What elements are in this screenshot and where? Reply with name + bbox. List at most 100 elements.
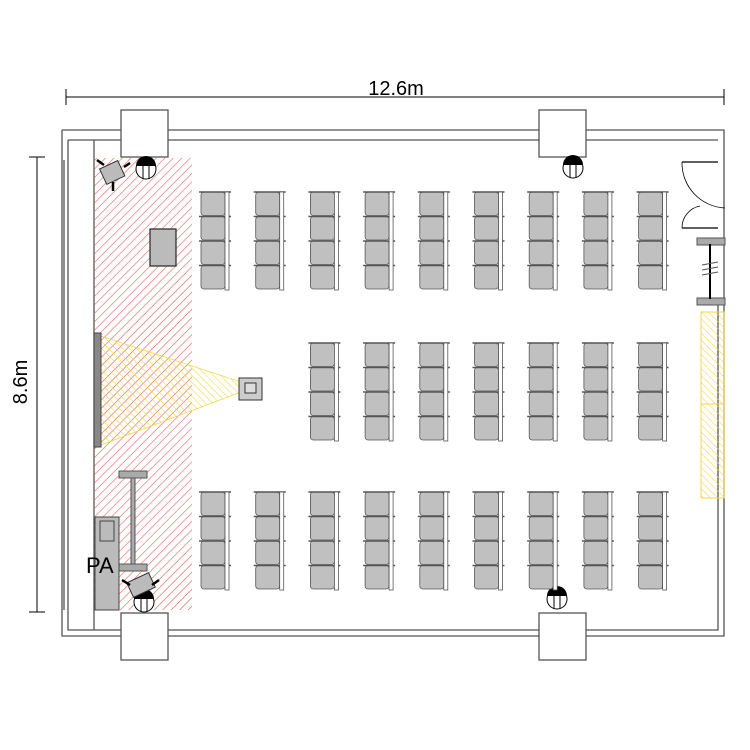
projection-screen bbox=[93, 332, 102, 448]
seat bbox=[474, 342, 499, 367]
desk-rail bbox=[388, 191, 394, 291]
seat bbox=[474, 216, 499, 241]
seat bbox=[255, 191, 281, 216]
seat bbox=[364, 416, 390, 441]
seat bbox=[583, 367, 609, 392]
seat bbox=[364, 367, 390, 392]
seat-block-rear bbox=[199, 491, 669, 591]
seat bbox=[528, 240, 554, 265]
seat bbox=[364, 391, 390, 416]
desk-rail bbox=[662, 191, 667, 291]
seat-block-middle bbox=[308, 342, 669, 442]
seat bbox=[419, 491, 445, 516]
desk-rail bbox=[498, 191, 503, 291]
seat bbox=[474, 516, 499, 541]
seat bbox=[528, 216, 554, 241]
seat bbox=[364, 342, 390, 367]
desk-rail bbox=[607, 191, 613, 291]
seat bbox=[638, 216, 663, 241]
seat bbox=[583, 416, 609, 441]
seat bbox=[309, 416, 335, 441]
seat bbox=[638, 342, 663, 367]
seat bbox=[474, 240, 499, 265]
seat bbox=[638, 367, 663, 392]
microphone-stand bbox=[118, 470, 148, 572]
seat bbox=[364, 240, 390, 265]
desk-rail bbox=[552, 342, 558, 442]
height-label: 8.6m bbox=[10, 360, 32, 404]
seat bbox=[364, 191, 390, 216]
seat bbox=[528, 540, 554, 565]
lectern bbox=[149, 228, 177, 267]
seat bbox=[638, 391, 663, 416]
storage-area bbox=[700, 311, 725, 499]
desk-rail bbox=[388, 342, 394, 442]
seat bbox=[583, 191, 609, 216]
seat bbox=[364, 540, 390, 565]
seat bbox=[638, 491, 663, 516]
seat bbox=[638, 265, 663, 290]
seat bbox=[583, 216, 609, 241]
seat bbox=[309, 265, 335, 290]
seat bbox=[309, 516, 335, 541]
desk-rail bbox=[443, 191, 449, 291]
camera-icon bbox=[96, 158, 131, 191]
pa-rack bbox=[94, 516, 120, 611]
seat bbox=[364, 216, 390, 241]
desk-rail bbox=[552, 191, 558, 291]
seat bbox=[364, 265, 390, 290]
seat bbox=[583, 391, 609, 416]
seat bbox=[528, 416, 554, 441]
seat bbox=[528, 367, 554, 392]
seat bbox=[200, 265, 226, 290]
desk-rail bbox=[662, 342, 667, 442]
seat bbox=[364, 516, 390, 541]
seat bbox=[200, 491, 226, 516]
seat bbox=[255, 516, 281, 541]
seat bbox=[638, 191, 663, 216]
seat bbox=[583, 491, 609, 516]
seat bbox=[638, 516, 663, 541]
seat bbox=[309, 342, 335, 367]
seat bbox=[474, 367, 499, 392]
seating-area bbox=[199, 191, 669, 591]
seat bbox=[309, 216, 335, 241]
seat bbox=[255, 540, 281, 565]
seat bbox=[474, 416, 499, 441]
seat bbox=[200, 191, 226, 216]
height-dimension bbox=[29, 156, 45, 613]
desk-rail bbox=[333, 491, 339, 591]
seat bbox=[474, 265, 499, 290]
seat bbox=[200, 216, 226, 241]
desk-rail bbox=[224, 491, 230, 591]
desk-rail bbox=[607, 342, 613, 442]
desk-rail bbox=[498, 342, 503, 442]
desk-rail bbox=[662, 491, 667, 591]
desk-rail bbox=[552, 491, 558, 591]
speaker-icon bbox=[562, 155, 584, 179]
width-label: 12.6m bbox=[368, 78, 424, 100]
seat bbox=[474, 540, 499, 565]
seat bbox=[528, 516, 554, 541]
door bbox=[681, 161, 726, 229]
seat bbox=[255, 240, 281, 265]
seat bbox=[638, 565, 663, 590]
desk-rail bbox=[388, 491, 394, 591]
seat-block-front bbox=[199, 191, 669, 291]
seat bbox=[364, 491, 390, 516]
seat bbox=[364, 565, 390, 590]
seat bbox=[583, 565, 609, 590]
width-dimension bbox=[65, 89, 725, 105]
seat bbox=[309, 191, 335, 216]
seat bbox=[419, 516, 445, 541]
seat bbox=[200, 240, 226, 265]
seat bbox=[419, 565, 445, 590]
seat bbox=[200, 540, 226, 565]
seat bbox=[255, 265, 281, 290]
seat bbox=[474, 391, 499, 416]
desk-rail bbox=[498, 491, 503, 591]
seat bbox=[638, 416, 663, 441]
seat bbox=[528, 265, 554, 290]
seat bbox=[309, 240, 335, 265]
